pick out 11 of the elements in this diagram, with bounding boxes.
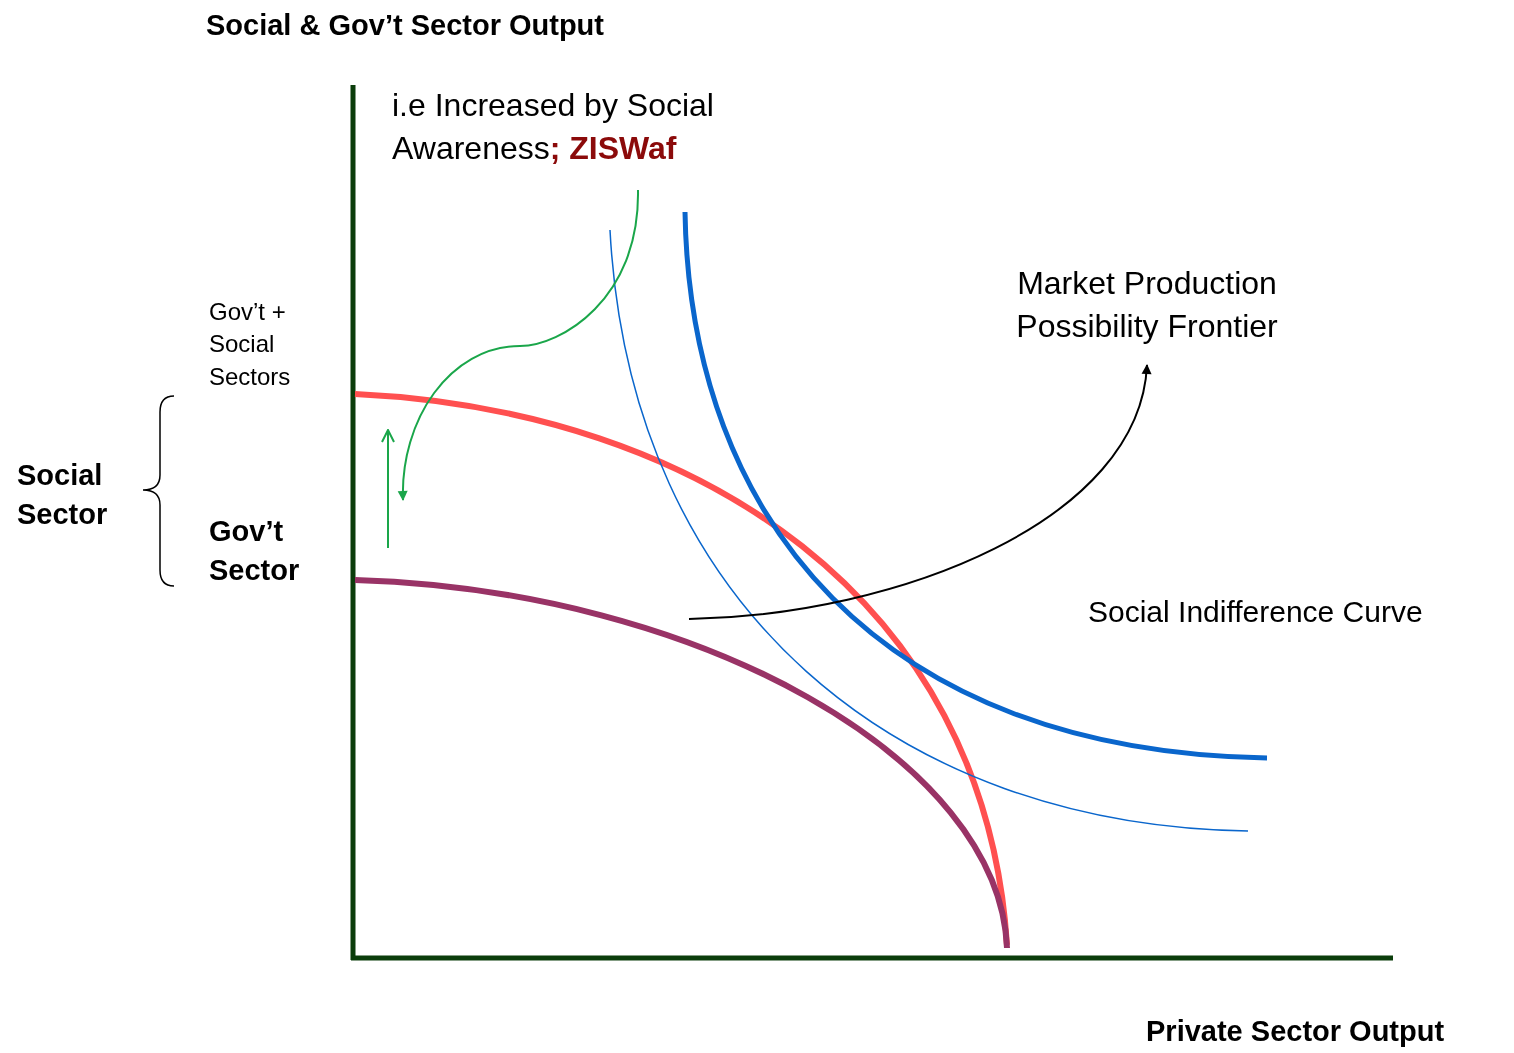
production-possibility-curve	[354, 577, 1010, 949]
arrow	[688, 364, 1151, 620]
axis-title: Private Sector Output	[1146, 1014, 1445, 1049]
arrow	[398, 189, 639, 501]
curve-label: Gov’t + Social Sectors	[209, 297, 292, 392]
curve-label: Gov’t Sector	[209, 514, 301, 589]
annotation-text: i.e Increased by Social Awareness; ZISWaf	[392, 84, 812, 171]
bracket-label: Social Sector	[17, 458, 109, 533]
axis-title: Social & Gov’t Sector Output	[206, 8, 604, 43]
curve-label: Social Indifference Curve	[1088, 594, 1423, 630]
annotation-text: Market Production Possibility Frontier	[972, 262, 1322, 349]
